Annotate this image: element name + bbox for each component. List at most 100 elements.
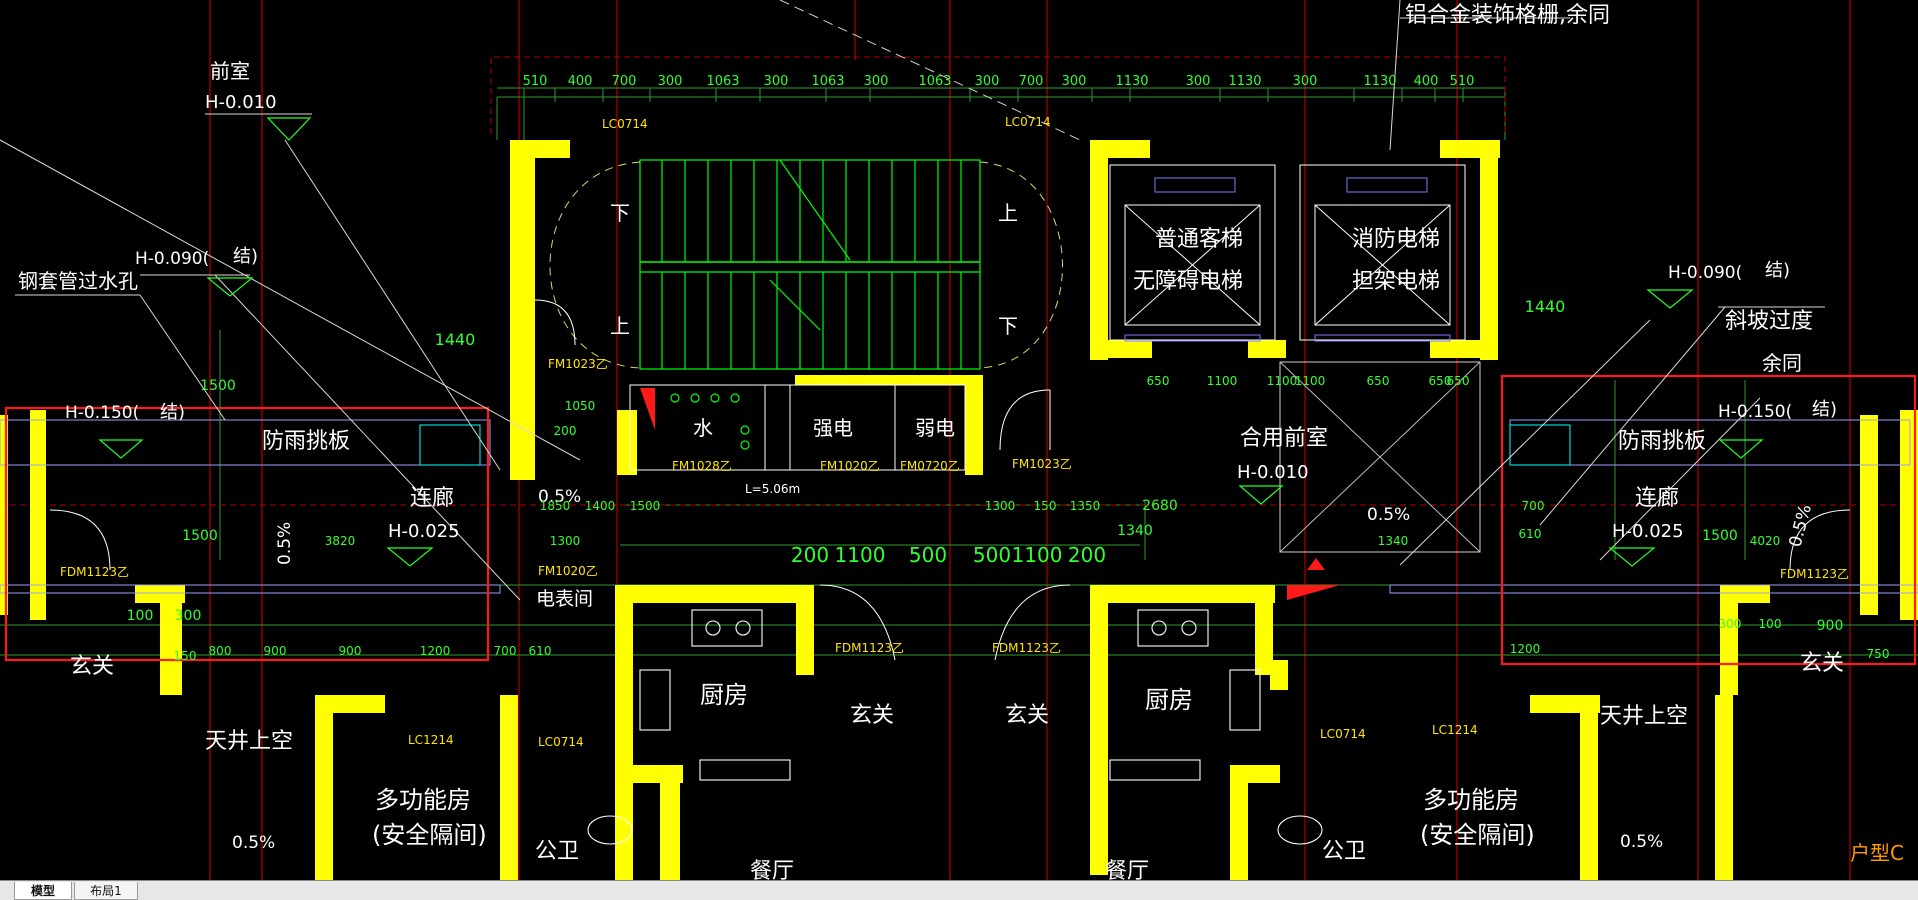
misc-dimension-value: 1200	[420, 644, 451, 658]
staircase	[639, 159, 981, 370]
label-dining-left: 餐厅	[750, 859, 794, 880]
label-meter-room: 电表间	[536, 588, 593, 610]
label-stair-down-2: 下	[998, 314, 1018, 338]
label-door-fm-left: FM1023乙	[548, 357, 608, 371]
label-kitchen-right: 厨房	[1145, 686, 1193, 714]
misc-dimension-value: 700	[1522, 499, 1545, 513]
middle-dimension-value: 500	[973, 543, 1011, 567]
label-drainage-hole: 钢套管过水孔	[18, 269, 138, 293]
misc-dimension-value: 800	[209, 644, 232, 658]
label-door-fm-0720: FM0720乙	[900, 459, 960, 473]
misc-dimension-value: 1050	[565, 399, 596, 413]
label-fire-elevator: 消防电梯	[1352, 227, 1440, 252]
label-door-fdm-right: FDM1123乙	[1780, 567, 1849, 581]
label-entry-left: 玄关	[70, 654, 114, 679]
label-door-fdm-mid-right: FDM1123乙	[992, 641, 1061, 655]
label-multi-room-left-2: (安全隔间)	[372, 821, 487, 849]
top-dimension-value: 300	[1293, 74, 1318, 89]
label-struct-elev-2: H-0.150(	[65, 403, 139, 423]
misc-dimension-value: 900	[339, 644, 362, 658]
label-public-wc-left: 公卫	[535, 839, 579, 864]
tab-layout1[interactable]: 布局1	[74, 882, 138, 900]
label-accessible-elevator: 无障碍电梯	[1133, 269, 1243, 294]
label-dining-right: 餐厅	[1105, 859, 1149, 880]
top-dimension-value: 1063	[811, 74, 844, 89]
stair-landing-outline	[549, 161, 1063, 369]
misc-dimension-value: 650	[1367, 374, 1390, 388]
label-struct-elev-1: H-0.090(	[135, 249, 209, 269]
misc-dimension-value: 1500	[200, 378, 236, 394]
label-window-lc-top-right: LC0714	[1005, 115, 1051, 129]
top-dimension-value: 1063	[918, 74, 951, 89]
label-stretcher-elevator: 担架电梯	[1352, 269, 1440, 294]
misc-dimension-value: 1850	[540, 499, 571, 513]
top-dimension-value: 300	[1186, 74, 1211, 89]
misc-dimension-value: 1300	[550, 534, 581, 548]
label-front-room-elevation: H-0.010	[205, 92, 277, 113]
misc-dimension-value: 1500	[1702, 528, 1738, 544]
label-struct-tag-4: 结)	[1812, 399, 1837, 420]
misc-dimension-value: 900	[264, 644, 287, 658]
label-struct-elev-4: H-0.150(	[1718, 402, 1792, 422]
tab-model[interactable]: 模型	[14, 882, 72, 900]
label-rain-canopy-left: 防雨挑板	[262, 429, 350, 454]
label-slope-left-1: 0.5%	[538, 487, 581, 507]
misc-dimension-value: 1440	[435, 330, 476, 349]
label-normal-elevator: 普通客梯	[1155, 227, 1243, 252]
water-equipment	[670, 393, 750, 450]
label-multi-room-right-1: 多功能房	[1423, 786, 1519, 814]
label-multi-room-left-1: 多功能房	[375, 786, 471, 814]
label-struct-tag-3: 结)	[1765, 260, 1790, 281]
label-slope-right-2: 0.5%	[1367, 505, 1410, 525]
misc-dimension-value: 650	[1447, 374, 1470, 388]
label-weak-power: 弱电	[915, 416, 955, 440]
misc-dimension-value: 300	[1719, 617, 1742, 631]
leader-lines	[0, 0, 1825, 601]
label-public-wc-right: 公卫	[1322, 839, 1366, 864]
cad-model-viewport[interactable]: 前室 H-0.010 钢套管过水孔 H-0.090( 结) H-0.150( 结…	[0, 0, 1918, 880]
label-entry-mid-left: 玄关	[850, 703, 894, 728]
top-dimension-value: 1130	[1115, 74, 1148, 89]
label-window-lc0714-left: LC0714	[538, 735, 584, 749]
misc-dimension-value: 1340	[1117, 523, 1153, 539]
label-door-fm-1023: FM1023乙	[1012, 457, 1072, 471]
top-dimension-value: 510	[523, 74, 548, 89]
top-dimension-value: 400	[1414, 74, 1439, 89]
label-struct-tag-2: 结)	[160, 402, 185, 423]
label-door-fdm-left: FDM1123乙	[60, 565, 129, 579]
middle-dimension-value: 1100	[835, 543, 886, 567]
label-corridor-left: 连廊	[410, 486, 454, 511]
label-aluminum-grille: 铝合金装饰格栅,余同	[1405, 3, 1610, 28]
top-dimension-value: 300	[1062, 74, 1087, 89]
top-dimension-value: 1063	[706, 74, 739, 89]
label-entry-right: 玄关	[1800, 651, 1844, 676]
top-dimension-value: 300	[975, 74, 1000, 89]
label-slope-left-2: 0.5%	[275, 522, 295, 565]
label-entry-mid-right: 玄关	[1005, 703, 1049, 728]
middle-dimension-value: 500	[909, 543, 947, 567]
label-strong-power: 强电	[813, 416, 853, 440]
boundary-dashed	[0, 56, 1918, 506]
unit-walls	[135, 585, 1770, 880]
label-shared-front-room-elev: H-0.010	[1237, 462, 1309, 483]
middle-dimension-value: 200	[791, 543, 829, 567]
label-window-lc1214-left: LC1214	[408, 733, 454, 747]
highlight-boxes	[4, 374, 1917, 666]
red-markers	[640, 388, 1340, 600]
label-rain-canopy-right: 防雨挑板	[1618, 429, 1706, 454]
label-corridor-right-elev: H-0.025	[1612, 521, 1684, 542]
label-slope-right-1: 0.5%	[1620, 832, 1663, 852]
label-window-lc0714-right: LC0714	[1320, 727, 1366, 741]
diagonal-reference	[779, 0, 1081, 141]
label-water: 水	[693, 416, 713, 440]
label-unit-type: 户型C	[1850, 841, 1904, 865]
misc-dimension-value: 1400	[585, 499, 616, 513]
misc-dimension-value: 1340	[1378, 534, 1409, 548]
misc-dimension-value: 650	[1147, 374, 1170, 388]
label-door-fm-1020: FM1020乙	[820, 459, 880, 473]
top-dimension-value: 1130	[1228, 74, 1261, 89]
label-stair-down-1: 下	[610, 201, 630, 225]
top-dimension-value: 700	[612, 74, 637, 89]
